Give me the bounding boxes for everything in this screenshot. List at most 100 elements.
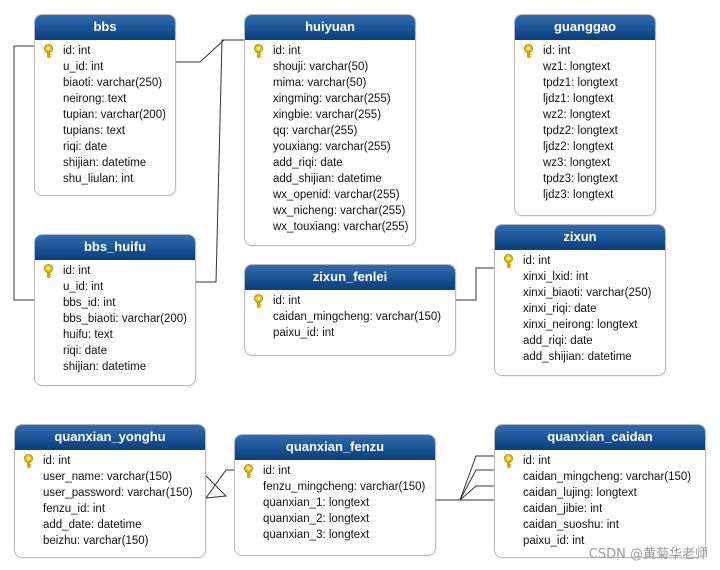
primary-key-icon: [22, 454, 35, 468]
field-label: fenzu_mingcheng: varchar(150): [263, 481, 426, 493]
field-label: xinxi_lxid: int: [523, 271, 589, 283]
field-row: user_password: varchar(150): [15, 485, 205, 501]
field-label: shu_liulan: int: [63, 173, 134, 185]
field-row: riqi: date: [35, 343, 195, 359]
field-row: mima: varchar(50): [245, 75, 415, 91]
field-list: id: int fenzu_mingcheng: varchar(150) quan…: [235, 460, 435, 543]
field-label: id: int: [273, 295, 301, 307]
field-label: youxiang: varchar(255): [273, 141, 391, 153]
watermark: CSDN @黄菊华老师: [588, 547, 708, 562]
relationship-line-bbs_huifu-bbs: [13, 45, 34, 301]
field-list: id: int user_name: varchar(150) user_passw…: [15, 450, 205, 549]
field-row: tpdz2: longtext: [515, 123, 655, 139]
field-label: quanxian_3: longtext: [263, 529, 370, 541]
field-row: id: int: [515, 43, 655, 59]
field-row: u_id: int: [35, 59, 175, 75]
field-label: tupian: varchar(200): [63, 109, 166, 121]
table-quanxian_yonghu[interactable]: quanxian_yonghu id: int user_name: varchar…: [14, 424, 206, 558]
field-row: xinxi_biaoti: varchar(250): [495, 285, 665, 301]
field-label: user_name: varchar(150): [43, 471, 173, 483]
table-title: guanggao: [515, 15, 655, 40]
field-label: xinxi_biaoti: varchar(250): [523, 287, 652, 299]
field-list: id: int shouji: varchar(50) mima: varchar(…: [245, 40, 415, 235]
field-row: add_shijian: datetime: [245, 171, 415, 187]
field-label: tpdz2: longtext: [543, 125, 618, 137]
field-label: xingming: varchar(255): [273, 93, 391, 105]
field-label: riqi: date: [63, 141, 108, 153]
field-row: quanxian_3: longtext: [235, 527, 435, 543]
field-row: id: int: [495, 253, 665, 269]
field-row: add_riqi: date: [245, 155, 415, 171]
field-row: shu_liulan: int: [35, 171, 175, 187]
table-zixun[interactable]: zixun id: int xinxi_lxid: int xinxi_biaoti:…: [494, 224, 666, 376]
primary-key-icon: [42, 264, 55, 278]
relationship-line-bbs-huiyuan: [176, 39, 244, 63]
field-row: id: int: [235, 463, 435, 479]
field-label: qq: varchar(255): [273, 125, 358, 137]
field-label: caidan_suoshu: int: [523, 519, 619, 531]
field-row: bbs_id: int: [35, 295, 195, 311]
field-row: caidan_mingcheng: varchar(150): [495, 469, 705, 485]
field-label: shijian: datetime: [63, 157, 147, 169]
field-row: xingming: varchar(255): [245, 91, 415, 107]
field-label: wx_nicheng: varchar(255): [273, 205, 406, 217]
field-list: id: int caidan_mingcheng: varchar(150)pai…: [245, 290, 455, 341]
field-label: ljdz3: longtext: [543, 189, 614, 201]
primary-key-icon: [252, 44, 265, 58]
field-row: youxiang: varchar(255): [245, 139, 415, 155]
field-row: paixu_id: int: [245, 325, 455, 341]
primary-key-icon: [252, 294, 265, 308]
field-row: tpdz3: longtext: [515, 171, 655, 187]
field-row: neirong: text: [35, 91, 175, 107]
field-label: fenzu_id: int: [43, 503, 106, 515]
field-row: ljdz2: longtext: [515, 139, 655, 155]
field-row: tupian: varchar(200): [35, 107, 175, 123]
field-row: quanxian_1: longtext: [235, 495, 435, 511]
relationship-line-quanxian_fenzu-quanxian_caidan: [436, 455, 494, 501]
table-title: quanxian_caidan: [495, 425, 705, 450]
field-label: wz2: longtext: [543, 109, 611, 121]
field-row: wx_openid: varchar(255): [245, 187, 415, 203]
field-label: add_date: datetime: [43, 519, 142, 531]
field-row: shijian: datetime: [35, 359, 195, 375]
field-label: riqi: date: [63, 345, 108, 357]
field-row: wx_nicheng: varchar(255): [245, 203, 415, 219]
field-row: u_id: int: [35, 279, 195, 295]
field-row: caidan_mingcheng: varchar(150): [245, 309, 455, 325]
field-row: caidan_jibie: int: [495, 501, 705, 517]
field-label: id: int: [523, 455, 551, 467]
field-row: id: int: [15, 453, 205, 469]
field-row: beizhu: varchar(150): [15, 533, 205, 549]
field-label: add_shijian: datetime: [273, 173, 382, 185]
field-label: bbs_biaoti: varchar(200): [63, 313, 188, 325]
field-label: shouji: varchar(50): [273, 61, 369, 73]
field-label: wz3: longtext: [543, 157, 611, 169]
field-row: add_date: datetime: [15, 517, 205, 533]
relationship-line-quanxian_yonghu-quanxian_fenzu: [204, 469, 234, 499]
field-row: id: int: [245, 43, 415, 59]
field-row: biaoti: varchar(250): [35, 75, 175, 91]
field-label: id: int: [43, 455, 71, 467]
table-title: quanxian_yonghu: [15, 425, 205, 450]
field-row: xingbie: varchar(255): [245, 107, 415, 123]
table-title: zixun: [495, 225, 665, 250]
field-row: bbs_biaoti: varchar(200): [35, 311, 195, 327]
field-label: huifu: text: [63, 329, 113, 341]
primary-key-icon: [522, 44, 535, 58]
field-label: neirong: text: [63, 93, 127, 105]
field-row: caidan_lujing: longtext: [495, 485, 705, 501]
table-quanxian_caidan[interactable]: quanxian_caidan id: int caidan_mingcheng: …: [494, 424, 706, 558]
field-row: wz2: longtext: [515, 107, 655, 123]
field-label: id: int: [263, 465, 291, 477]
field-row: tupians: text: [35, 123, 175, 139]
field-row: user_name: varchar(150): [15, 469, 205, 485]
